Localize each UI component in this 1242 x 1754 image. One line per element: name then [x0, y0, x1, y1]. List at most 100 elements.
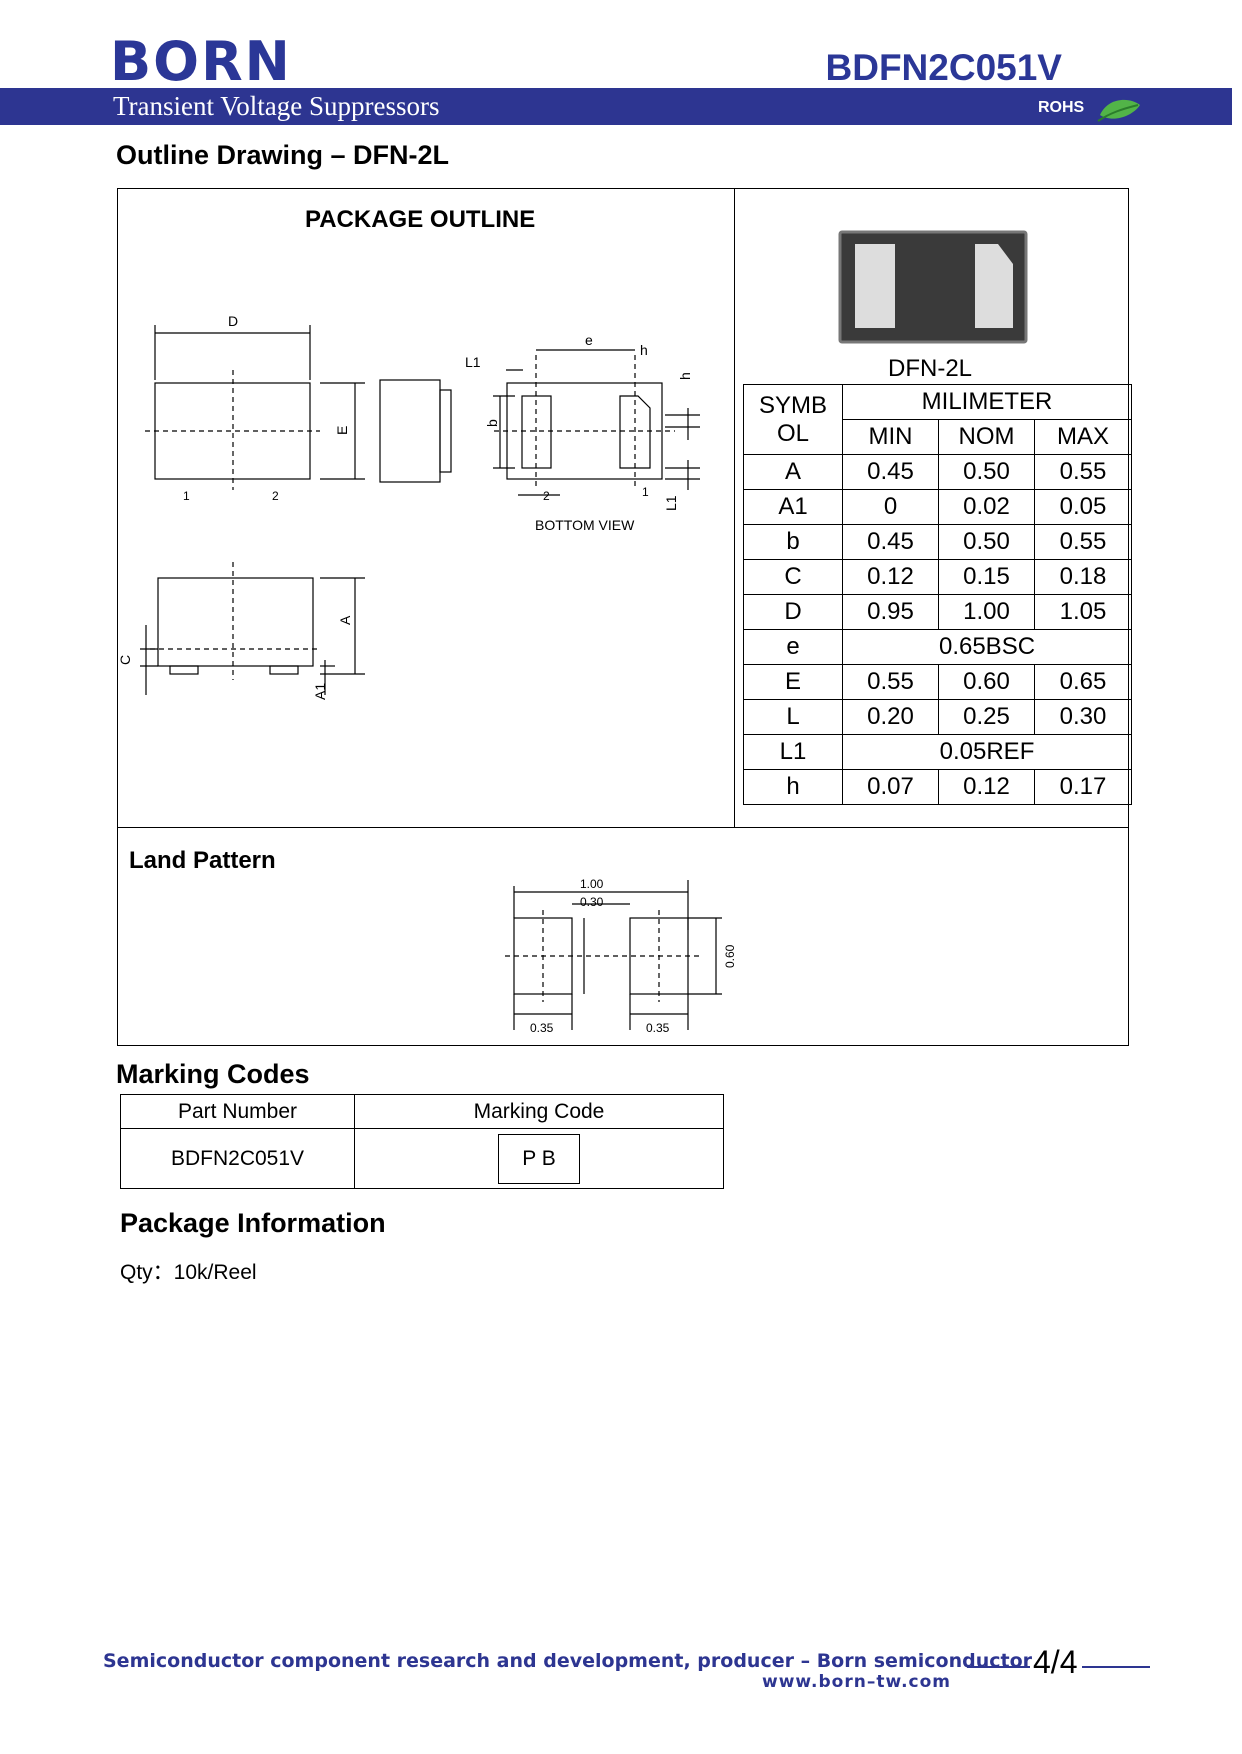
col-header-min: MIN: [842, 419, 939, 455]
bottom-view-label: BOTTOM VIEW: [535, 517, 635, 533]
pin-label-2-bottom: 2: [543, 489, 550, 503]
footer-line-right: [1082, 1666, 1150, 1668]
dimension-nom: 0.12: [938, 769, 1035, 805]
dimension-symbol: h: [743, 769, 843, 805]
package-image: [838, 230, 1028, 344]
land-dim-gap: 0.30: [580, 895, 604, 909]
dimension-nom: 0.02: [938, 489, 1035, 525]
dimension-min: 0.45: [842, 524, 939, 560]
dim-label-C: C: [120, 655, 133, 665]
pin-label-2-top: 2: [272, 489, 279, 503]
dim-label-A1: A1: [312, 683, 328, 700]
land-dim-total: 1.00: [580, 877, 604, 891]
dimension-symbol: e: [743, 629, 843, 665]
dimension-max: 0.18: [1034, 559, 1132, 595]
dim-label-h: h: [677, 372, 693, 380]
land-dim-height: 0.60: [723, 944, 737, 968]
dimension-value: 0.65BSC: [842, 629, 1132, 665]
dimension-value: 0.05REF: [842, 734, 1132, 770]
header-subtitle: Transient Voltage Suppressors: [113, 91, 440, 121]
header-banner: [0, 88, 1232, 125]
dimension-min: 0.07: [842, 769, 939, 805]
marking-codes-table: Part Number Marking Code BDFN2C051V P B: [120, 1094, 724, 1189]
side-view-body: [379, 379, 441, 483]
dim-label-D: D: [228, 313, 238, 329]
package-outline-drawing: D E 1 2 L1 e h b h L1 2 1 BOTTOM VIEW A …: [120, 313, 700, 700]
land-pattern-drawing: 1.00 0.30 0.60 0.35 0.35: [505, 877, 737, 1035]
dim-label-b: b: [484, 419, 500, 427]
dimension-max: 0.55: [1034, 454, 1132, 490]
dimension-min: 0.55: [842, 664, 939, 700]
dim-label-e: e: [585, 332, 593, 348]
dimension-nom: 0.15: [938, 559, 1035, 595]
dimension-max: 0.17: [1034, 769, 1132, 805]
dimension-min: 0: [842, 489, 939, 525]
footer-text: Semiconductor component research and dev…: [103, 1650, 1032, 1672]
dimension-max: 0.55: [1034, 524, 1132, 560]
part-number-cell: BDFN2C051V: [120, 1128, 355, 1189]
rohs-label: ROHS: [1038, 99, 1085, 116]
dimension-max: 0.05: [1034, 489, 1132, 525]
dimension-symbol: A: [743, 454, 843, 490]
front-view-body: [157, 577, 314, 667]
frame-divider-horizontal: [117, 827, 1129, 828]
rohs-leaf-icon: [1097, 99, 1140, 122]
col-header-max: MAX: [1034, 419, 1132, 455]
dimension-min: 0.95: [842, 594, 939, 630]
package-name-label: DFN-2L: [888, 355, 973, 382]
land-dim-pad-left: 0.35: [530, 1021, 554, 1035]
dimension-max: 0.30: [1034, 699, 1132, 735]
dim-label-L1-right: L1: [663, 495, 679, 511]
land-pattern-title: Land Pattern: [129, 847, 276, 874]
unit-header: MILIMETER: [842, 384, 1132, 420]
part-number-title: BDFN2C051V: [825, 47, 1062, 88]
package-qty: Qty：10k/Reel: [120, 1261, 257, 1284]
symbol-header-line2: OL: [776, 419, 809, 447]
col-header-nom: NOM: [938, 419, 1035, 455]
footer-line-left: [967, 1666, 1030, 1668]
dim-label-h-top: h: [640, 342, 648, 358]
dimension-symbol: b: [743, 524, 843, 560]
package-outline-title: PACKAGE OUTLINE: [305, 206, 536, 233]
outline-heading: Outline Drawing – DFN-2L: [116, 140, 450, 170]
dimension-nom: 0.60: [938, 664, 1035, 700]
dimension-max: 1.05: [1034, 594, 1132, 630]
symbol-header: SYMB OL: [743, 384, 843, 455]
dimension-min: 0.12: [842, 559, 939, 595]
dimension-nom: 0.25: [938, 699, 1035, 735]
dimension-symbol: C: [743, 559, 843, 595]
land-dim-pad-right: 0.35: [646, 1021, 670, 1035]
dimension-symbol: L: [743, 699, 843, 735]
symbol-header-line1: SYMB: [758, 391, 827, 419]
dimension-symbol: E: [743, 664, 843, 700]
package-info-heading: Package Information: [120, 1208, 386, 1238]
page-number: 4/4: [1033, 1644, 1078, 1680]
marking-code-cell: P B: [354, 1128, 724, 1189]
dimension-max: 0.65: [1034, 664, 1132, 700]
dimension-nom: 0.50: [938, 454, 1035, 490]
dim-label-A: A: [337, 615, 353, 625]
dimension-nom: 0.50: [938, 524, 1035, 560]
dimension-min: 0.45: [842, 454, 939, 490]
footer-url[interactable]: www.born–tw.com: [762, 1672, 951, 1692]
dimension-min: 0.20: [842, 699, 939, 735]
col-header-part-number: Part Number: [120, 1094, 355, 1129]
company-logo: BORN: [110, 30, 292, 93]
pin-label-1-bottom: 1: [642, 485, 649, 499]
col-header-marking-code: Marking Code: [354, 1094, 724, 1129]
pin-label-1-top: 1: [183, 489, 190, 503]
dim-label-E: E: [334, 426, 350, 435]
dim-label-L1: L1: [465, 354, 481, 370]
dimension-symbol: A1: [743, 489, 843, 525]
dimension-symbol: L1: [743, 734, 843, 770]
